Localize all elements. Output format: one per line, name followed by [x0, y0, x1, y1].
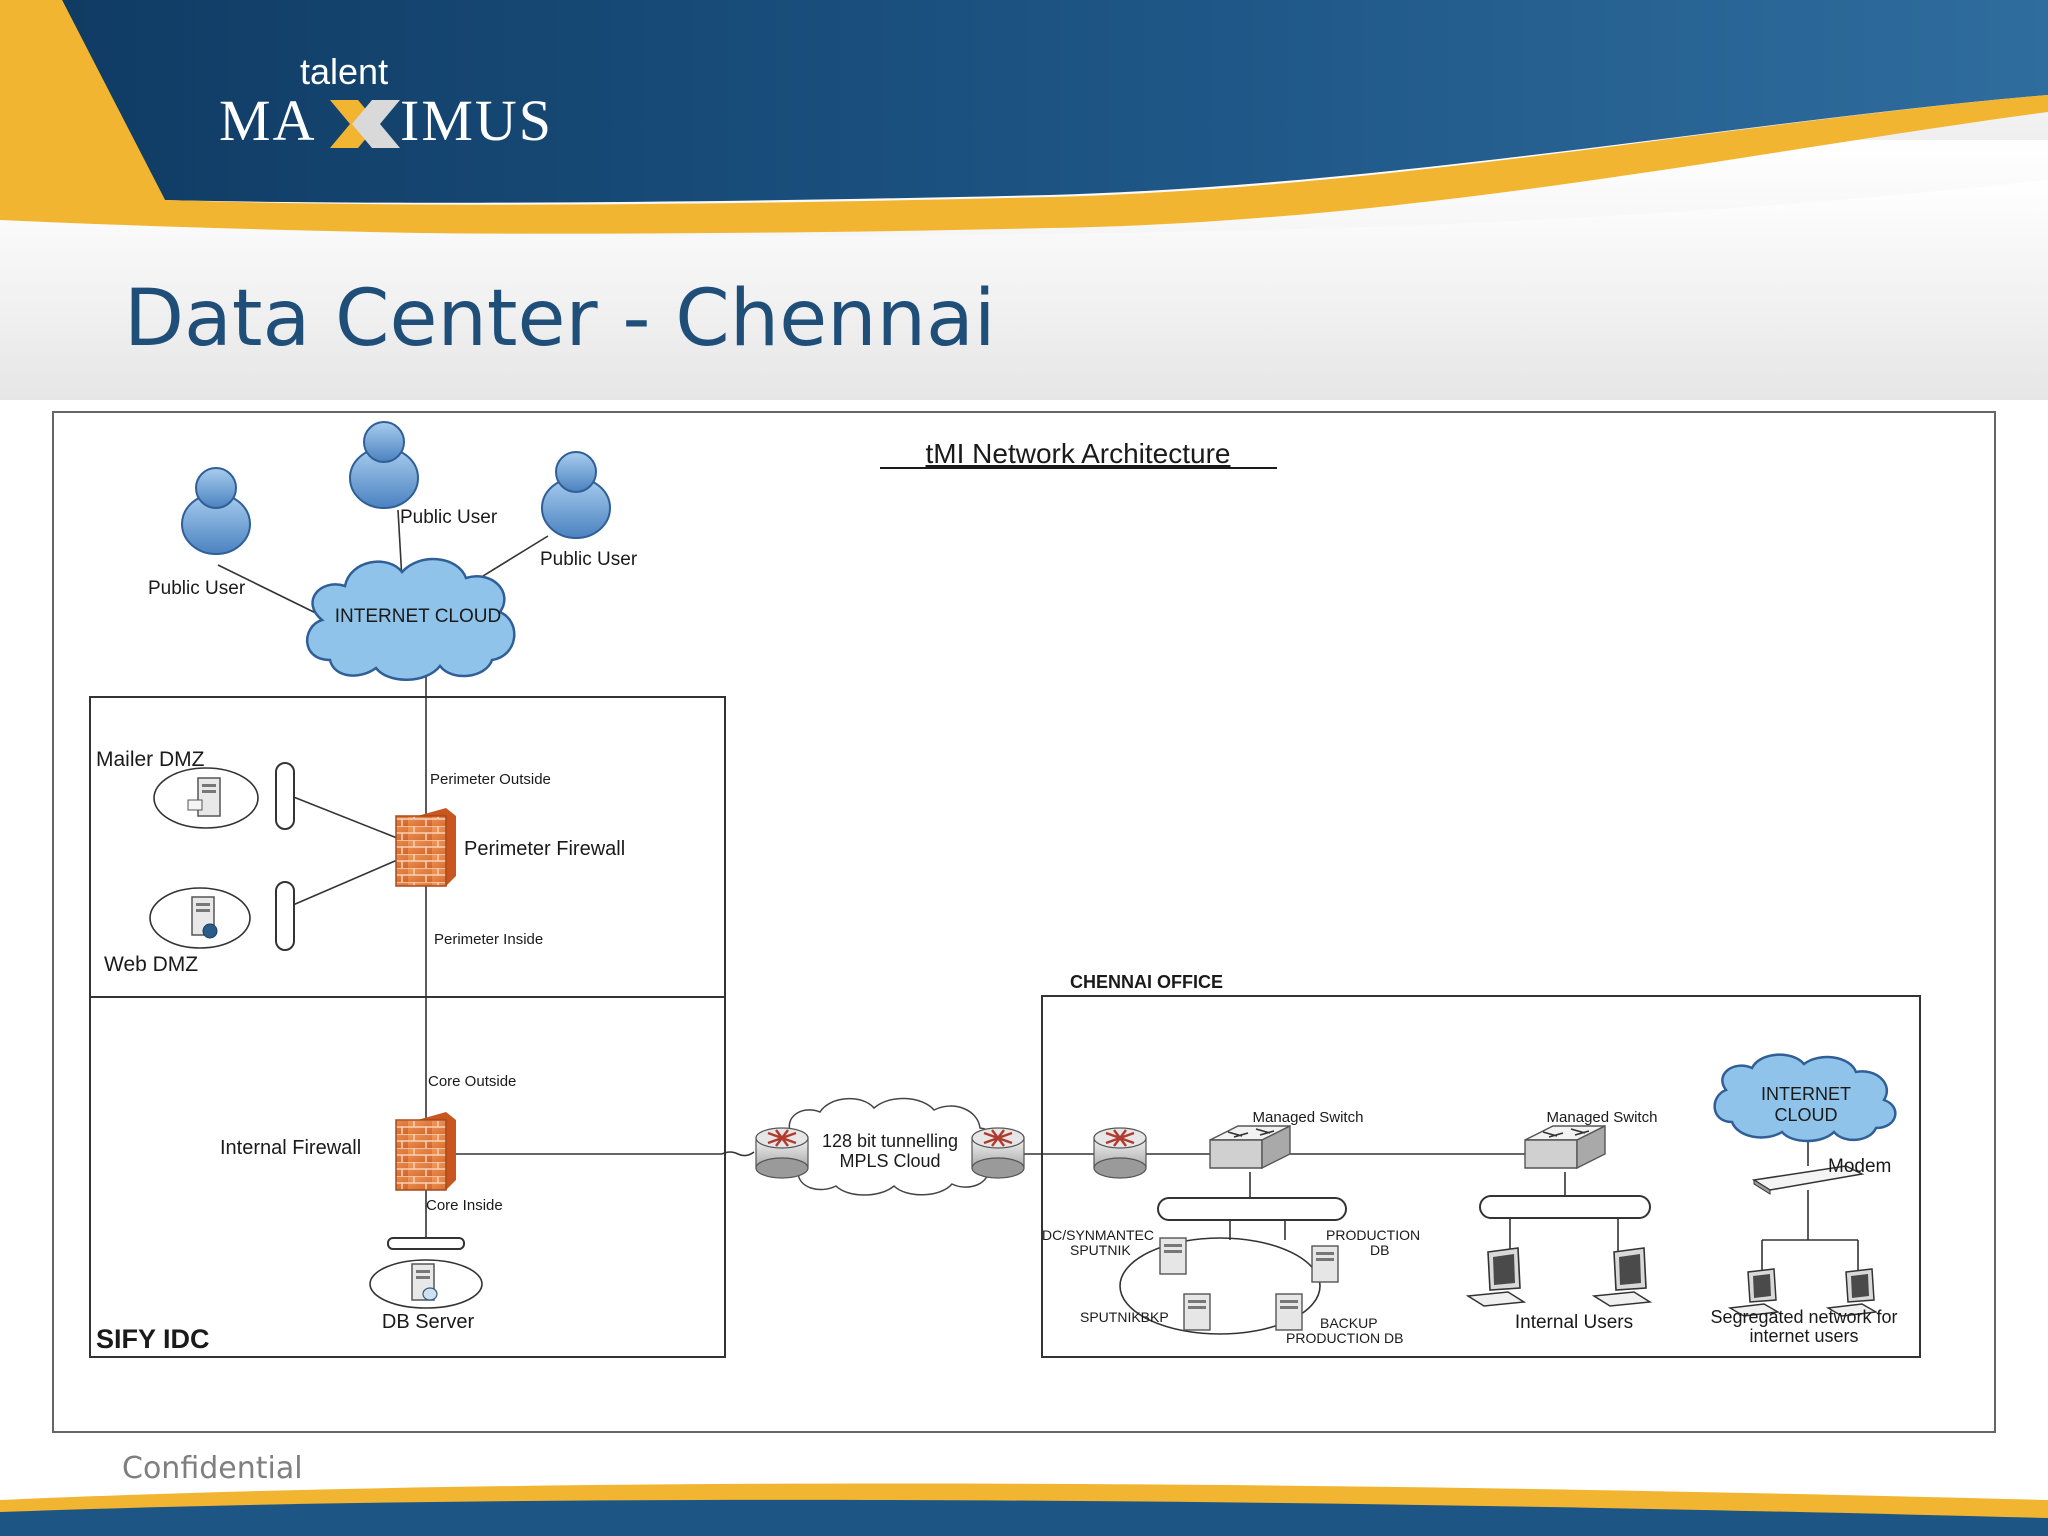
web-dmz-ellipse	[149, 887, 251, 949]
perimeter-inside-label: Perimeter Inside	[434, 931, 543, 948]
server-icon	[1275, 1293, 1303, 1331]
server-icon	[1311, 1245, 1339, 1283]
segregated-network-label-line2: internet users	[1749, 1326, 1858, 1346]
workstation-icon	[1727, 1268, 1781, 1317]
diagram-heading: tMI Network Architecture	[926, 438, 1231, 469]
mailer-dmz-switch	[275, 762, 295, 830]
web-dmz-switch	[275, 881, 295, 951]
perimeter-outside-label: Perimeter Outside	[430, 771, 551, 788]
server-icon	[1159, 1237, 1187, 1275]
managed-switch-icon	[1209, 1124, 1291, 1170]
sputnikbkp-label: SPUTNIKBKP	[1080, 1309, 1169, 1325]
modem-label: Modem	[1828, 1156, 1891, 1177]
core-inside-label: Core Inside	[426, 1197, 503, 1214]
perimeter-firewall-icon	[395, 808, 456, 887]
internal-users-label: Internal Users	[1515, 1312, 1633, 1333]
logo-text-left: MA	[219, 88, 316, 153]
sify-idc-label: SIFY IDC	[96, 1324, 210, 1354]
internet-cloud-icon	[306, 557, 516, 681]
mpls-label-line1: 128 bit tunnelling	[822, 1131, 958, 1151]
dc-synmantec-label-line2: SPUTNIK	[1070, 1242, 1131, 1258]
backup-db-label-line2: PRODUCTION DB	[1286, 1330, 1403, 1346]
dc-synmantec-label-line1: DC/SYNMANTEC	[1042, 1227, 1154, 1243]
router-icon	[1093, 1127, 1147, 1179]
page-title: Data Center - Chennai	[124, 274, 996, 364]
db-server-ellipse	[369, 1259, 483, 1309]
workstation-icon	[1825, 1268, 1879, 1317]
mpls-cloud-icon	[781, 1097, 1000, 1196]
segregated-network-label-line1: Segregated network for	[1710, 1307, 1897, 1327]
router-icon	[971, 1127, 1025, 1179]
internal-firewall-label: Internal Firewall	[220, 1137, 361, 1159]
internet-cloud-label: INTERNET CLOUD	[335, 606, 501, 627]
mpls-label-line2: MPLS Cloud	[839, 1151, 940, 1171]
server-icon	[1183, 1293, 1211, 1331]
footer-confidential: Confidential	[122, 1451, 303, 1486]
router-icon	[755, 1127, 809, 1179]
web-server-icon	[191, 896, 218, 939]
managed-switch-icon	[1524, 1124, 1606, 1170]
public-user-icon	[181, 467, 251, 555]
db-server-icon	[411, 1263, 438, 1301]
sify-idc-box	[89, 996, 726, 1358]
chennai-office-label: CHENNAI OFFICE	[1070, 972, 1223, 992]
production-db-label-line2: DB	[1370, 1242, 1389, 1258]
mailer-dmz-ellipse	[153, 767, 259, 829]
db-server-label: DB Server	[382, 1311, 475, 1333]
public-user-center-label: Public User	[400, 507, 498, 528]
logo-small-text: talent	[300, 51, 388, 92]
logo-text-right: IMUS	[400, 88, 553, 153]
managed-switch-2-label: Managed Switch	[1547, 1109, 1658, 1126]
office-cloud-label-line2: CLOUD	[1774, 1105, 1837, 1125]
footer-banner	[0, 1483, 2048, 1536]
talent-maximus-logo: talent MA IMUS	[219, 51, 553, 153]
switch-bar-1	[1157, 1197, 1347, 1221]
backup-db-label-line1: BACKUP	[1320, 1315, 1378, 1331]
internal-firewall-icon	[395, 1112, 456, 1191]
public-user-icon	[349, 421, 419, 509]
header-banner	[0, 0, 2048, 400]
public-user-left-label: Public User	[148, 578, 246, 599]
internet-cloud-icon	[1713, 1053, 1897, 1143]
public-user-right-label: Public User	[540, 549, 638, 570]
workstation-icon	[1465, 1247, 1527, 1307]
core-outside-label: Core Outside	[428, 1073, 516, 1090]
diagram-frame	[52, 411, 1996, 1433]
db-switch	[387, 1237, 465, 1250]
chennai-office-box	[1041, 995, 1921, 1358]
production-db-label-line1: PRODUCTION	[1326, 1227, 1420, 1243]
web-dmz-label: Web DMZ	[104, 953, 198, 976]
modem-icon	[1751, 1165, 1865, 1195]
mail-server-icon	[187, 777, 221, 817]
public-user-icon	[541, 451, 611, 539]
perimeter-firewall-label: Perimeter Firewall	[464, 838, 625, 860]
workstation-icon	[1591, 1247, 1653, 1307]
mailer-dmz-label: Mailer DMZ	[96, 748, 205, 771]
office-cloud-label-line1: INTERNET	[1761, 1084, 1851, 1104]
managed-switch-1-label: Managed Switch	[1253, 1109, 1364, 1126]
switch-bar-2	[1479, 1195, 1651, 1219]
logo-x-icon	[330, 100, 400, 148]
